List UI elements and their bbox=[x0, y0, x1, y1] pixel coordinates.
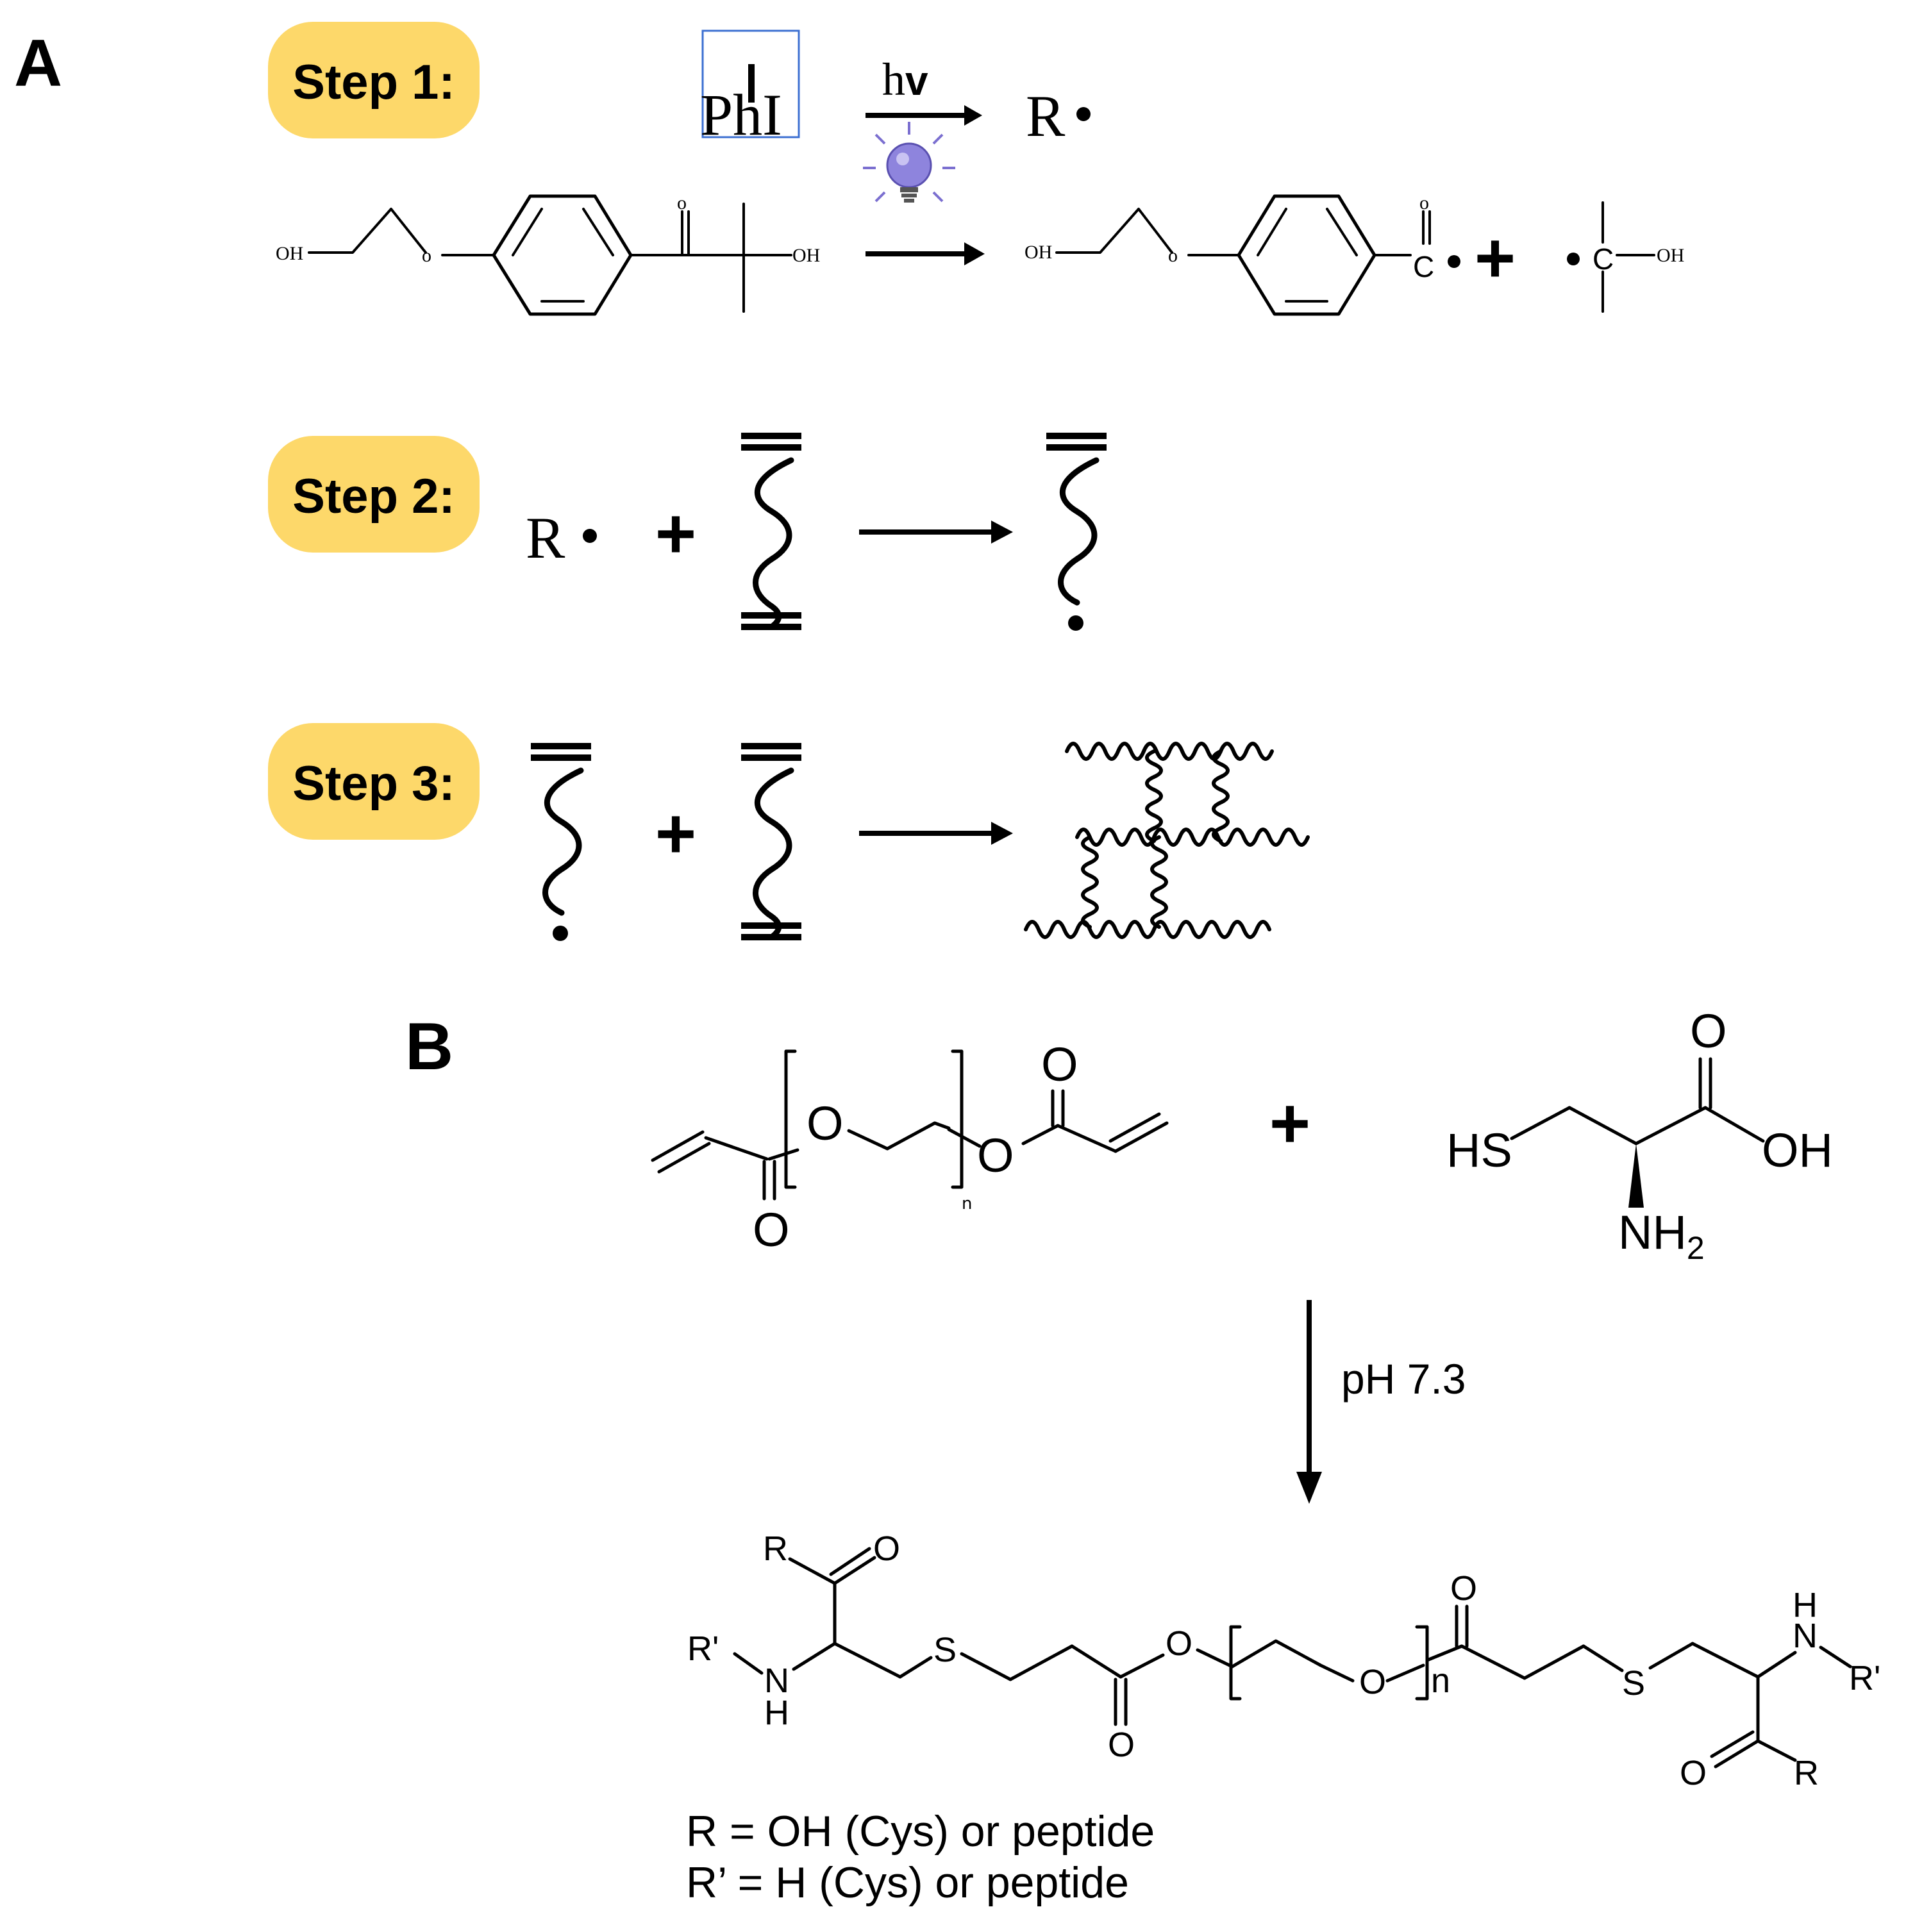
ether-o-label: o bbox=[422, 245, 431, 266]
arrow-panel-b bbox=[1296, 1300, 1322, 1504]
carbonyl-o-label: o bbox=[677, 192, 687, 213]
panel-label-b: B bbox=[405, 1010, 453, 1084]
cys-o-label: O bbox=[1690, 1004, 1727, 1058]
prod-h-right: H bbox=[1793, 1586, 1818, 1624]
step2-plus: + bbox=[655, 494, 696, 573]
arrow-step1-upper bbox=[866, 105, 982, 126]
light-label: hv bbox=[882, 54, 928, 105]
alkyl-radical-product: C OH bbox=[1567, 201, 1684, 313]
prod-s-right: S bbox=[1622, 1664, 1645, 1703]
pegda-structure: O O n O O bbox=[651, 1038, 1169, 1256]
product-oh-right-label: OH bbox=[1657, 245, 1684, 266]
step-1-label: Step 1: bbox=[292, 55, 455, 110]
prod-r-prime-left: R' bbox=[687, 1629, 719, 1668]
arrow-step2 bbox=[859, 520, 1013, 544]
prod-o-top-left: O bbox=[873, 1529, 900, 1568]
crosslinked-network bbox=[1024, 742, 1310, 939]
arrow-step1-lower bbox=[866, 242, 985, 265]
benzoyl-radical-product: OH o o C bbox=[1024, 192, 1460, 316]
step1-plus: + bbox=[1475, 219, 1516, 297]
initiator-phi: PhI bbox=[700, 29, 800, 147]
initiator-label: PhI bbox=[700, 82, 782, 147]
photoinitiator-reactant: OH o o OH bbox=[276, 192, 820, 316]
pegda-o-chain: O bbox=[807, 1097, 844, 1150]
pegda-monomer-step2 bbox=[741, 433, 801, 630]
benzoyl-radical-dot bbox=[1448, 255, 1460, 268]
cys-oh-label: OH bbox=[1762, 1124, 1833, 1177]
oh-left-label: OH bbox=[276, 243, 303, 264]
prod-n-right: N bbox=[1793, 1617, 1818, 1655]
panel-b-plus: + bbox=[1269, 1084, 1310, 1163]
alkyl-radical-dot bbox=[1567, 253, 1580, 265]
step-2-label: Step 2: bbox=[292, 469, 455, 524]
oh-right-label: OH bbox=[792, 245, 820, 266]
step3-radical-dot bbox=[553, 926, 568, 941]
prod-o-right-carbonyl: O bbox=[1450, 1569, 1477, 1608]
step2-radical-label: R bbox=[526, 505, 565, 570]
product-oh-left-label: OH bbox=[1024, 242, 1052, 263]
step-3-label: Step 3: bbox=[292, 756, 455, 811]
thioether-product-structure: R O R' N H S O O O n O S bbox=[687, 1529, 1880, 1792]
radical-r-label: R bbox=[1026, 83, 1066, 149]
arrow-step3 bbox=[859, 822, 1013, 845]
panel-label-a: A bbox=[14, 26, 62, 101]
pegda-o-ester: O bbox=[977, 1129, 1014, 1182]
activated-monomer-step3 bbox=[531, 743, 591, 941]
product-c2-label: C bbox=[1593, 242, 1614, 276]
step3-plus: + bbox=[655, 794, 696, 873]
legend-line-r: R = OH (Cys) or peptide bbox=[686, 1807, 1155, 1856]
prod-r-prime-right: R' bbox=[1849, 1659, 1880, 1697]
prod-o-bottom-right: O bbox=[1680, 1754, 1707, 1792]
prod-s-left: S bbox=[933, 1631, 957, 1669]
legend-line-r-prime: R’ = H (Cys) or peptide bbox=[686, 1858, 1129, 1907]
prod-h-left: H bbox=[764, 1694, 789, 1732]
cys-wedge-bond bbox=[1628, 1144, 1644, 1208]
cysteine-structure: HS NH2 O OH bbox=[1446, 1004, 1833, 1266]
cys-nh2-label: NH2 bbox=[1618, 1206, 1705, 1266]
prod-r-left: R bbox=[763, 1529, 788, 1568]
activated-monomer-step2 bbox=[1046, 433, 1107, 631]
radical-dot bbox=[1076, 107, 1091, 121]
cys-hs-label: HS bbox=[1446, 1124, 1512, 1177]
step-1-badge: Step 1: bbox=[268, 22, 480, 138]
step-3-badge: Step 3: bbox=[268, 723, 480, 840]
step-2-badge: Step 2: bbox=[268, 436, 480, 553]
pegda-monomer-step3 bbox=[741, 743, 801, 940]
prod-o-ester-carbonyl: O bbox=[1108, 1726, 1135, 1764]
product-carbonyl-o-label: o bbox=[1419, 192, 1429, 213]
monomer-radical-dot bbox=[1068, 615, 1083, 631]
step2-radical-dot bbox=[583, 529, 597, 543]
prod-r-right: R bbox=[1794, 1754, 1819, 1792]
pegda-n-subscript: n bbox=[962, 1194, 972, 1213]
prod-o-ester: O bbox=[1166, 1624, 1192, 1663]
product-radical-c-label: C bbox=[1413, 250, 1434, 283]
product-ether-o-label: o bbox=[1168, 245, 1178, 266]
reaction-condition-label: pH 7.3 bbox=[1341, 1355, 1466, 1403]
prod-o-chain: O bbox=[1359, 1663, 1386, 1701]
light-bulb-icon bbox=[863, 122, 955, 203]
prod-n-left: N bbox=[764, 1661, 789, 1700]
prod-n-subscript: n bbox=[1431, 1661, 1450, 1700]
pegda-o-carbonyl-left: O bbox=[753, 1203, 790, 1256]
pegda-o-carbonyl-right: O bbox=[1041, 1038, 1078, 1091]
